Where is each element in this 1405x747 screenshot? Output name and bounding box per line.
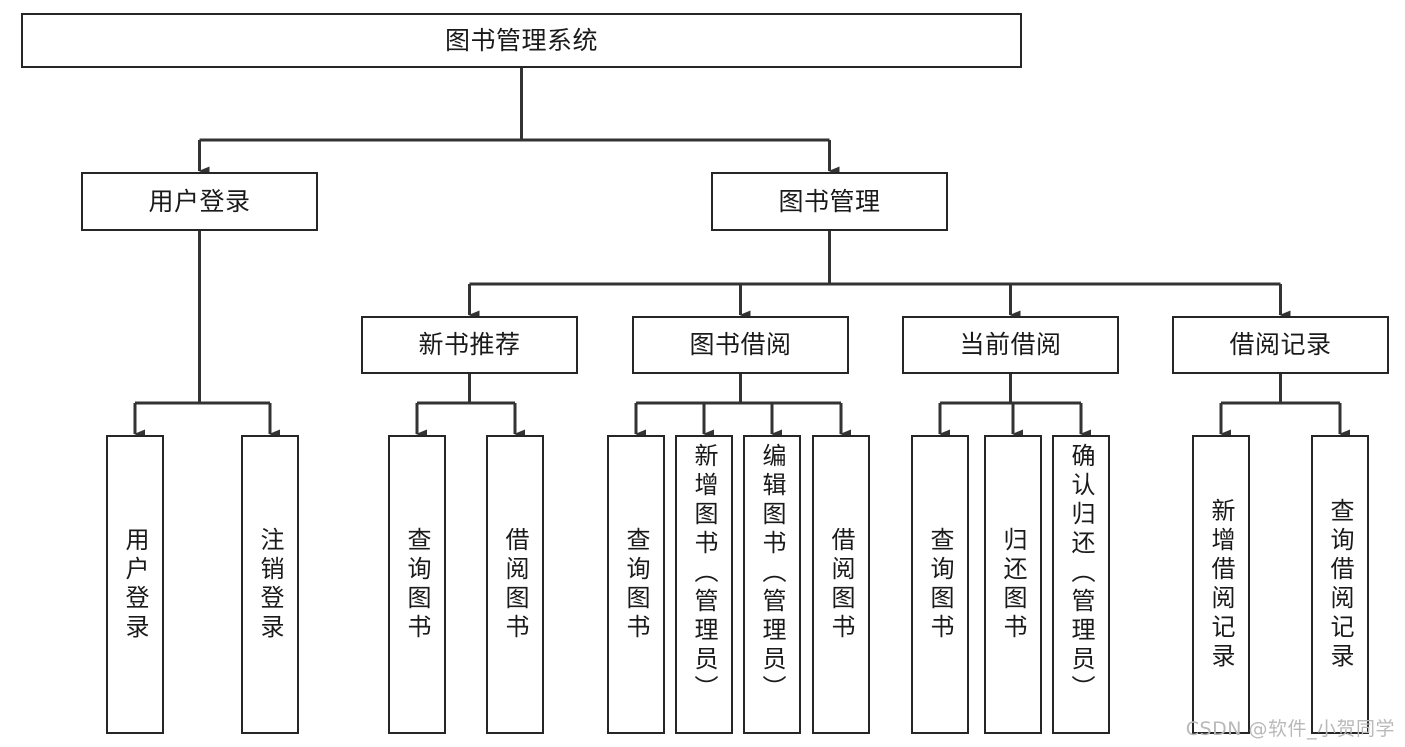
node-leaf-query-borrow-record-label: 查询借阅记录 [1326, 497, 1354, 672]
node-leaf-add-book-admin[interactable]: 新增图书（管理员） [675, 435, 733, 734]
node-user-login[interactable]: 用户登录 [81, 172, 318, 231]
node-leaf-return-book-label: 归还图书 [999, 526, 1027, 643]
node-new-book-rec-label: 新书推荐 [418, 330, 521, 360]
node-leaf-user-login[interactable]: 用户登录 [106, 435, 164, 734]
node-borrow-record-label: 借阅记录 [1229, 330, 1332, 360]
node-leaf-borrow-book-rec-label: 借阅图书 [501, 526, 529, 643]
node-root[interactable]: 图书管理系统 [21, 13, 1022, 68]
node-current-borrow-label: 当前借阅 [959, 330, 1062, 360]
watermark-text: CSDN @软件_小贺同学 [1185, 718, 1395, 740]
node-root-label: 图书管理系统 [444, 25, 598, 55]
node-leaf-return-book[interactable]: 归还图书 [984, 435, 1042, 734]
node-book-manage[interactable]: 图书管理 [711, 172, 948, 231]
node-book-borrow[interactable]: 图书借阅 [632, 316, 849, 374]
node-book-borrow-label: 图书借阅 [689, 330, 792, 360]
node-leaf-user-login-label: 用户登录 [121, 526, 149, 643]
node-leaf-borrow-book-label: 借阅图书 [827, 526, 855, 643]
node-borrow-record[interactable]: 借阅记录 [1172, 316, 1389, 374]
node-leaf-borrow-book[interactable]: 借阅图书 [812, 435, 870, 734]
node-leaf-query-book[interactable]: 查询图书 [607, 435, 665, 734]
node-leaf-edit-book-admin-label: 编辑图书（管理员） [758, 443, 786, 704]
node-leaf-query-book-cur-label: 查询图书 [926, 526, 954, 643]
node-leaf-borrow-book-rec[interactable]: 借阅图书 [486, 435, 544, 734]
node-leaf-add-book-admin-label: 新增图书（管理员） [690, 443, 718, 704]
node-leaf-query-book-rec[interactable]: 查询图书 [388, 435, 446, 734]
node-current-borrow[interactable]: 当前借阅 [902, 316, 1119, 374]
node-leaf-edit-book-admin[interactable]: 编辑图书（管理员） [743, 435, 801, 734]
node-leaf-confirm-return-admin-label: 确认归还（管理员） [1067, 443, 1095, 704]
node-leaf-add-borrow-record-label: 新增借阅记录 [1207, 497, 1235, 672]
node-leaf-logout-label: 注销登录 [256, 526, 284, 643]
node-leaf-add-borrow-record[interactable]: 新增借阅记录 [1192, 435, 1250, 734]
node-new-book-rec[interactable]: 新书推荐 [361, 316, 578, 374]
node-leaf-logout[interactable]: 注销登录 [241, 435, 299, 734]
node-book-manage-label: 图书管理 [778, 186, 881, 216]
node-user-login-label: 用户登录 [148, 186, 251, 216]
node-leaf-query-book-cur[interactable]: 查询图书 [911, 435, 969, 734]
node-leaf-query-book-rec-label: 查询图书 [403, 526, 431, 643]
node-leaf-confirm-return-admin[interactable]: 确认归还（管理员） [1052, 435, 1110, 734]
node-leaf-query-book-label: 查询图书 [622, 526, 650, 643]
node-leaf-query-borrow-record[interactable]: 查询借阅记录 [1311, 435, 1369, 734]
